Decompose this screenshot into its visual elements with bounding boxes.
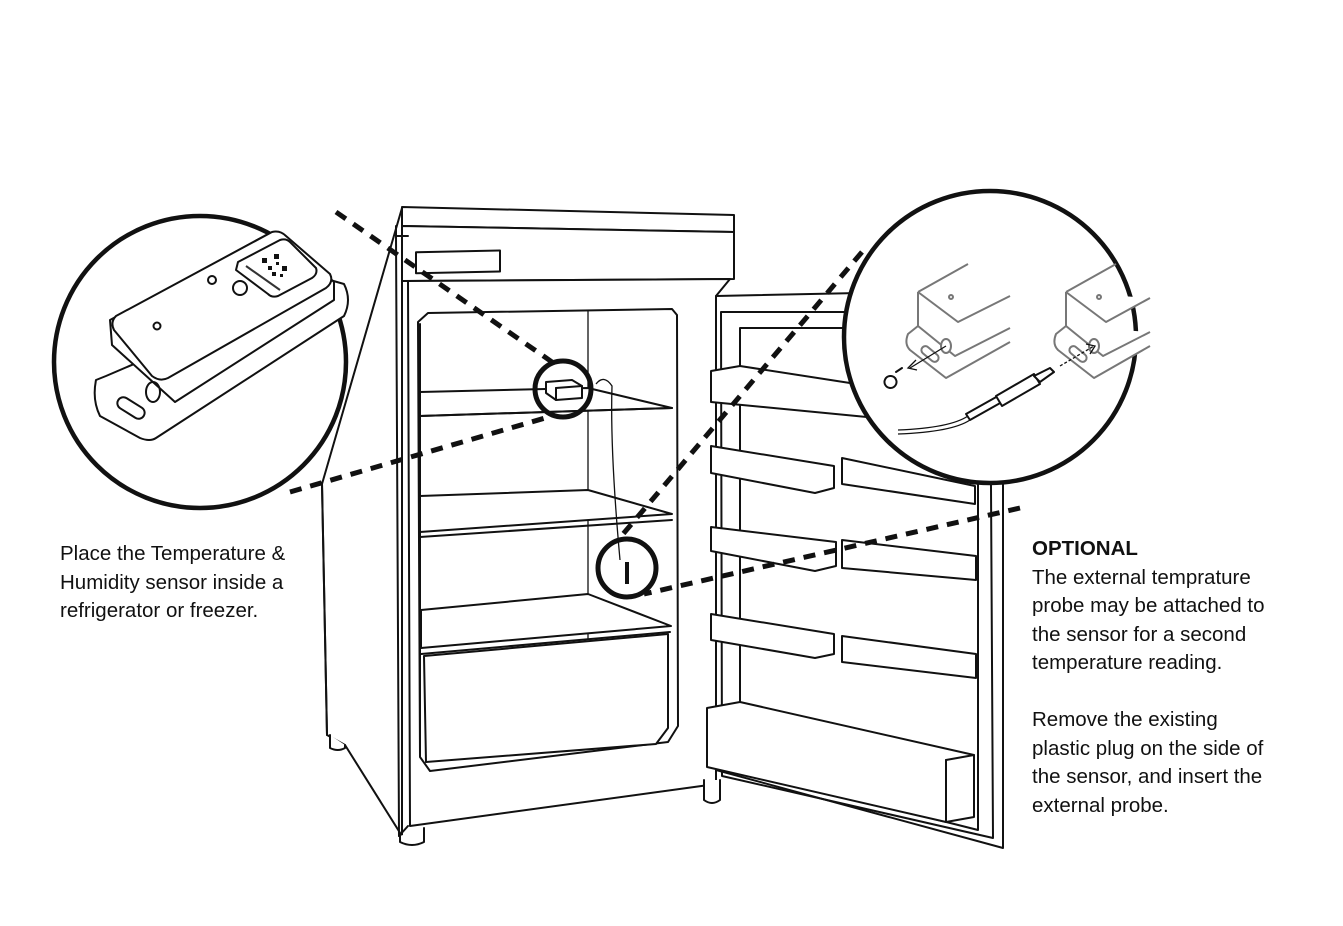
caption-line: the sensor for a second <box>1032 622 1247 646</box>
door-bin <box>710 445 835 494</box>
sensor-probe-port <box>145 381 161 403</box>
caption-line: Place the Temperature & <box>60 542 286 565</box>
sensor-closeup-callout <box>51 213 349 511</box>
caption-line: refrigerator or freezer. <box>60 599 259 622</box>
sensor-on-shelf <box>545 378 629 584</box>
sensor-with-plug <box>883 263 1011 389</box>
probe-location-marker <box>595 536 659 600</box>
qr-code <box>262 254 287 277</box>
callout-leader-lines <box>289 209 1021 597</box>
probe-jack <box>1033 367 1055 383</box>
paragraph-spacer <box>1032 678 1332 707</box>
optional-heading: OPTIONAL <box>1032 537 1138 560</box>
probe-closeup-callout <box>841 188 1151 486</box>
door-bin <box>841 635 977 679</box>
probe-cable <box>595 378 621 561</box>
crisper-drawer <box>423 633 669 763</box>
caption-line: probe may be attached to <box>1032 594 1265 617</box>
caption-line: the sensor, and insert the <box>1032 765 1263 788</box>
door-bottom-bin <box>706 701 975 823</box>
sensor-device <box>93 230 349 441</box>
fridge-door <box>706 289 1004 849</box>
door-bin <box>710 526 837 572</box>
shelf-3 <box>420 593 672 649</box>
sensor-placement-instructions: Place the Temperature & Humidity sensor … <box>60 540 320 626</box>
fridge-foot <box>399 827 425 846</box>
shelf-2 <box>419 489 673 533</box>
caption-line: plastic plug on the side of <box>1032 736 1264 760</box>
serial-number-text <box>245 265 281 291</box>
caption-line: Humidity sensor inside a <box>60 570 284 594</box>
sensor-button <box>232 280 248 296</box>
probe-connector <box>995 373 1041 407</box>
door-bin <box>710 613 835 659</box>
door-bin <box>841 539 977 581</box>
probe-cable <box>897 415 969 431</box>
fridge-foot <box>329 734 346 751</box>
door-bin <box>841 457 976 505</box>
sensor-led-small <box>152 321 162 331</box>
external-probe-instructions: OPTIONAL The external temprature probe m… <box>1032 535 1332 820</box>
caption-line: external probe. <box>1032 793 1169 817</box>
rubber-plug <box>883 367 903 389</box>
fridge-control-panel <box>401 225 735 282</box>
external-probe <box>897 367 1055 435</box>
qr-label <box>235 238 318 298</box>
refrigerator <box>321 206 1004 849</box>
sensor-location-marker <box>532 358 594 420</box>
caption-line: Remove the existing <box>1032 708 1218 731</box>
sensor-with-probe <box>1053 263 1151 379</box>
fridge-display-slot <box>415 249 501 275</box>
caption-line: The external temprature <box>1032 565 1251 589</box>
fridge-foot <box>703 779 721 804</box>
caption-line: temperature reading. <box>1032 651 1223 674</box>
sensor-led <box>207 275 217 285</box>
flange-mounting-slot <box>116 396 146 420</box>
fridge-shelves <box>419 387 673 763</box>
